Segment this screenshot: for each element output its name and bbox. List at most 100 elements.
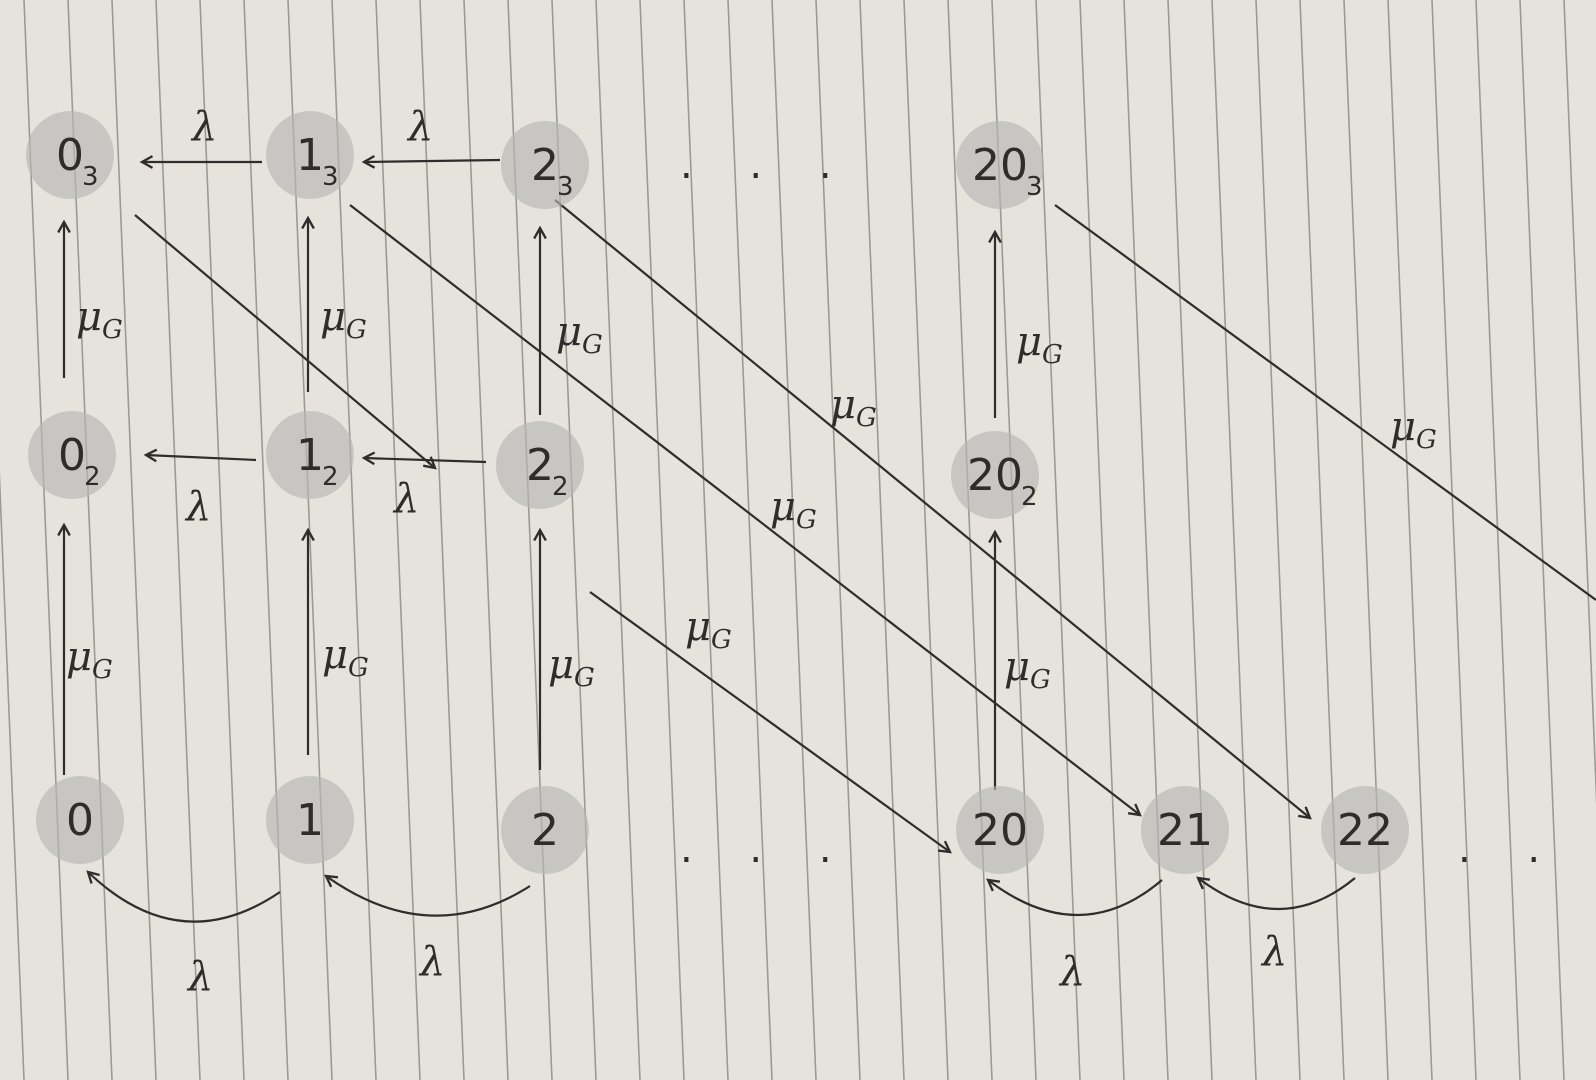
bottom-middle-ellipsis: . . .	[680, 826, 854, 872]
edge-20-to-20-2: μG	[995, 532, 1051, 790]
node-label: 2	[531, 140, 559, 191]
edge-1-to-1-2: μG	[308, 530, 369, 755]
edge-2-to-2-2: μG	[540, 530, 595, 770]
state-node-2-2: 22	[496, 421, 584, 509]
state-node-21: 21	[1141, 786, 1229, 874]
paper-rule-line	[1299, 0, 1345, 1080]
edge-0-3-to-1-2	[134, 214, 435, 468]
paper-rule-line	[859, 0, 905, 1080]
node-label: 20	[972, 140, 1028, 191]
edge-0-2-to-0-3: μG	[64, 222, 123, 378]
node-label: 1	[296, 130, 324, 181]
rate-label: λ	[184, 484, 211, 530]
node-subscript: 3	[557, 172, 574, 202]
top-row-ellipsis: . . .	[680, 142, 854, 188]
rate-label: μG	[830, 382, 877, 433]
edge-2-2-to-1-2: λ	[364, 458, 487, 522]
rate-label: μG	[322, 632, 369, 683]
node-circle	[496, 421, 584, 509]
paper-rule-line	[1211, 0, 1257, 1080]
node-circle	[266, 111, 354, 199]
edge-path	[589, 591, 950, 852]
paper-rule-line	[155, 0, 201, 1080]
state-node-2-3: 23	[501, 121, 589, 209]
node-label: 0	[56, 130, 84, 181]
node-label: 21	[1157, 805, 1213, 856]
paper-rule-line	[595, 0, 641, 1080]
edge-1-3-to-0-3: λ	[142, 104, 262, 162]
node-subscript: 2	[84, 462, 101, 492]
paper-rule-line	[23, 0, 69, 1080]
bottom-end-ellipsis: . . .	[1458, 826, 1596, 872]
paper-rule-line	[419, 0, 465, 1080]
state-node-22: 22	[1321, 786, 1409, 874]
edge-1-2-to-0-2: λ	[146, 455, 257, 530]
rate-label: λ	[1058, 949, 1085, 995]
paper-rule-line	[1519, 0, 1565, 1080]
paper-rule-line	[0, 471, 25, 1080]
node-circle	[951, 431, 1039, 519]
rate-label: μG	[1390, 404, 1437, 455]
rate-label: λ	[406, 104, 433, 150]
node-label: 20	[972, 805, 1028, 856]
rate-label: λ	[1260, 929, 1287, 975]
paper-rule-line	[903, 0, 949, 1080]
node-subscript: 2	[552, 472, 569, 502]
edge-22-to-21: λ	[1198, 878, 1356, 975]
state-node-20-2: 202	[951, 431, 1039, 519]
paper-rule-line	[1387, 0, 1433, 1080]
node-label: 0	[66, 795, 94, 846]
paper-rule-line	[1167, 0, 1213, 1080]
state-node-0-3: 03	[26, 111, 114, 199]
edge-path	[1198, 878, 1356, 911]
node-circle	[1141, 786, 1229, 874]
paper-rule-line	[1431, 0, 1477, 1080]
rate-label: μG	[770, 484, 817, 535]
node-circle	[266, 776, 354, 864]
edge-2-3-to-1-3: λ	[364, 104, 501, 162]
node-label: 20	[967, 450, 1023, 501]
state-node-2: 2	[501, 786, 589, 874]
node-circle	[26, 111, 114, 199]
paper-rule-line	[111, 0, 157, 1080]
paper-rule-line	[639, 0, 685, 1080]
rate-label: μG	[685, 604, 732, 655]
paper-rule-line	[683, 0, 729, 1080]
paper-rule-line	[199, 0, 245, 1080]
node-circle	[36, 776, 124, 864]
rate-label: μG	[76, 294, 123, 345]
paper-rule-line	[243, 0, 289, 1080]
rate-label: λ	[190, 104, 217, 150]
rate-label: μG	[320, 294, 367, 345]
paper-rule-line	[1079, 0, 1125, 1080]
node-subscript: 2	[1021, 482, 1038, 512]
paper-rule-line	[1255, 0, 1301, 1080]
node-subscript: 3	[82, 162, 99, 192]
node-subscript: 3	[1026, 172, 1043, 202]
paper-rule-line	[463, 0, 509, 1080]
paper-rule-line	[727, 0, 773, 1080]
edge-path	[349, 204, 1140, 815]
state-node-20-3: 203	[956, 121, 1044, 209]
edge-2-3-to-22: μG	[554, 199, 1310, 818]
edge-path	[326, 876, 531, 917]
edge-20-3-to-offpage: μG	[1054, 204, 1596, 601]
state-node-0-2: 02	[28, 411, 116, 499]
edge-21-to-20: λ	[988, 880, 1163, 995]
node-label: 1	[296, 430, 324, 481]
state-node-1-3: 13	[266, 111, 354, 199]
rate-label: μG	[1016, 319, 1063, 370]
paper-rule-line	[1035, 0, 1081, 1080]
node-circle	[501, 121, 589, 209]
rate-label: μG	[548, 642, 595, 693]
edge-path	[364, 160, 501, 162]
edge-1-2-to-1-3: μG	[308, 218, 367, 392]
edge-2-to-1: λ	[326, 876, 531, 985]
rate-label: μG	[556, 309, 603, 360]
edge-2-2-to-2-3: μG	[540, 228, 603, 415]
edge-path	[1054, 204, 1596, 601]
paper-rule-line	[1563, 0, 1596, 806]
state-node-1-2: 12	[266, 411, 354, 499]
rate-label: μG	[66, 634, 113, 685]
